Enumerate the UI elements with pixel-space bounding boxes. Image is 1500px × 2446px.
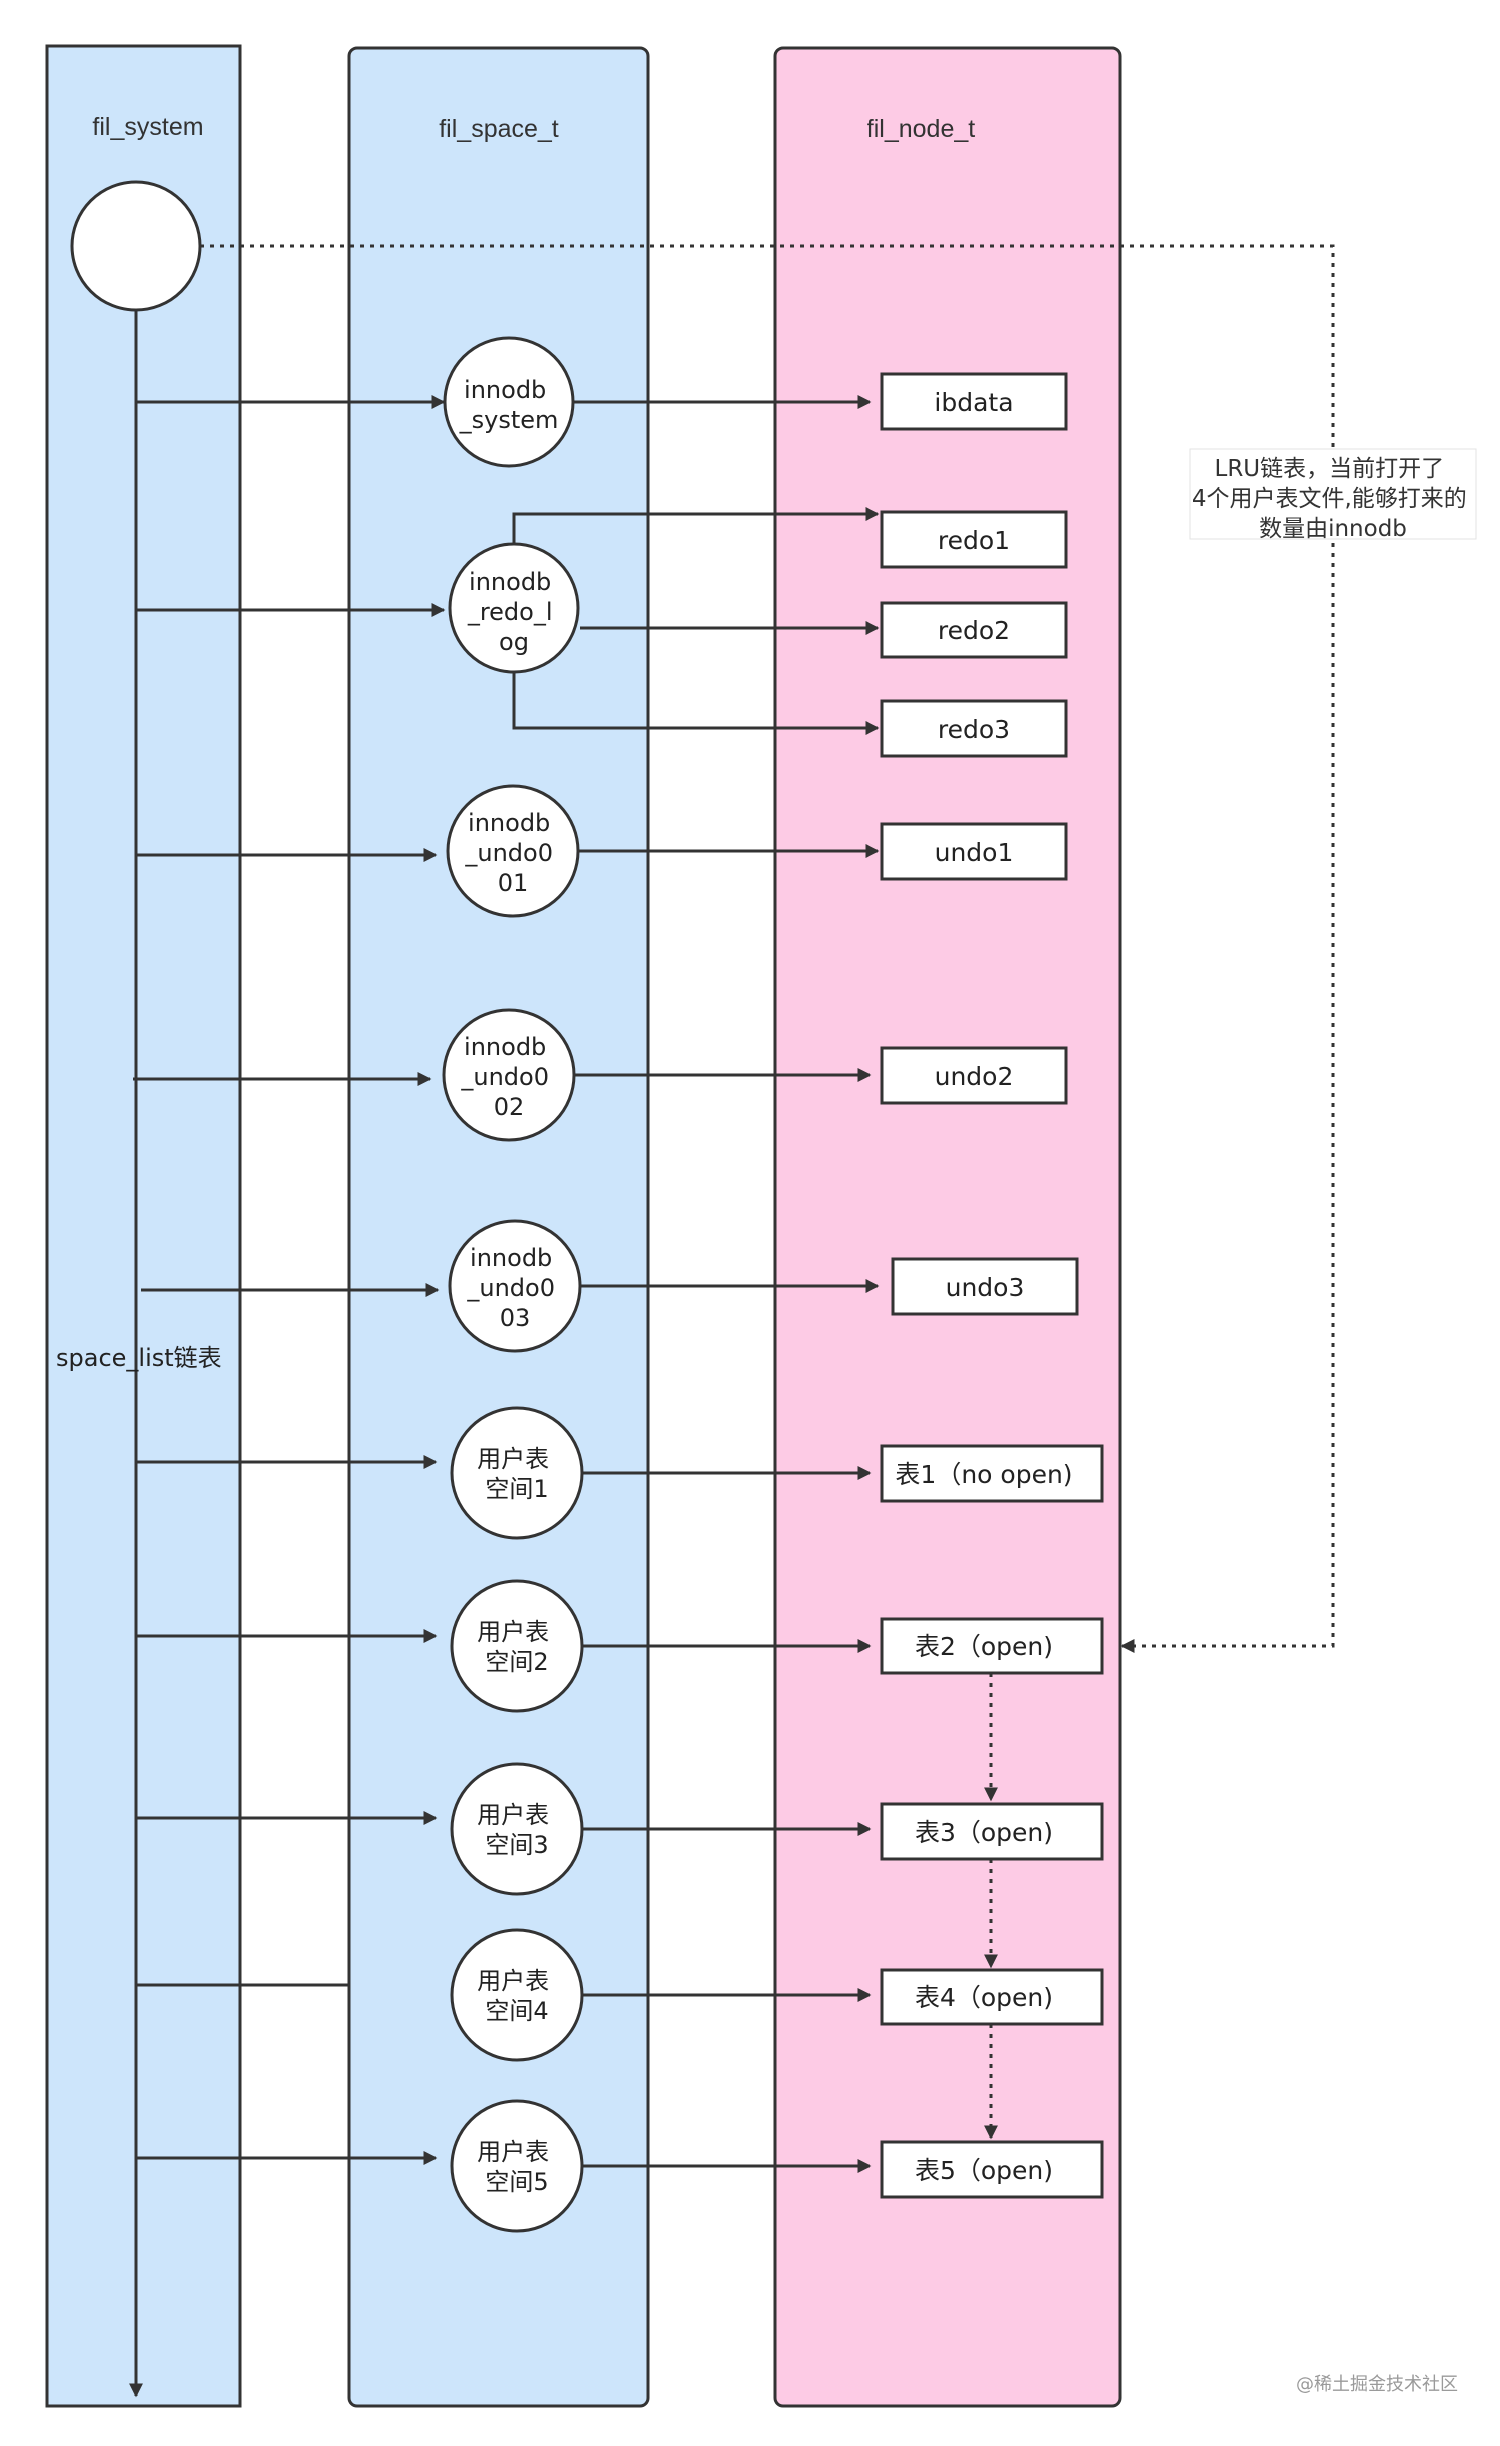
fil-system-node [70, 180, 202, 312]
file-redo2-label: redo2 [938, 616, 1010, 645]
space-user3-label: 用户表 空间3 [477, 1801, 557, 1859]
lane-title-fil-node-t: fil_node_t [867, 115, 975, 143]
file-table3 [880, 1802, 1104, 1861]
space-innodb-undo003 [448, 1219, 582, 1353]
file-redo3 [880, 699, 1068, 758]
lane-fil-system [45, 44, 242, 2408]
node-arrows [512, 395, 880, 2173]
watermark: @稀土掘金技术社区 [1296, 2374, 1458, 2395]
space-user1-label: 用户表 空间1 [477, 1445, 557, 1503]
space-innodb-undo001-label: innodb _undo0 01 [464, 809, 560, 897]
space-innodb-system [443, 336, 575, 468]
file-table3-label: 表3（open) [915, 1818, 1053, 1847]
file-table5-label: 表5（open) [915, 2156, 1053, 2185]
space-user2-label: 用户表 空间2 [477, 1618, 557, 1676]
space-innodb-redo-log [448, 542, 580, 674]
lru-dotted-link [200, 244, 1335, 1653]
space-user3 [450, 1762, 584, 1896]
space-innodb-system-label: innodb _system [459, 376, 559, 434]
file-table2-label: 表2（open) [915, 1632, 1053, 1661]
file-redo1 [880, 510, 1068, 569]
space-innodb-undo002-label: innodb _undo0 02 [460, 1033, 556, 1121]
file-undo2 [880, 1046, 1068, 1105]
file-redo2 [880, 601, 1068, 659]
space-list-arrows [133, 395, 446, 2165]
file-undo1-label: undo1 [935, 838, 1014, 867]
lru-note-text: LRU链表，当前打开了 4个用户表文件,能够打来的 数量由innodb [1192, 456, 1474, 542]
file-table2 [880, 1617, 1104, 1675]
space-innodb-redo-log-label: innodb _redo_l og [467, 568, 560, 656]
file-table4 [880, 1968, 1104, 2026]
space-user5-label: 用户表 空间5 [477, 2138, 557, 2196]
file-table4-label: 表4（open) [915, 1983, 1053, 2012]
space-user5 [450, 2099, 584, 2233]
file-undo3-label: undo3 [946, 1273, 1025, 1302]
space-innodb-undo001 [446, 784, 580, 918]
space-user1 [450, 1406, 584, 1540]
space-list-label: space_list链表 [56, 1344, 222, 1372]
lane-title-fil-system: fil_system [92, 113, 203, 141]
file-redo1-label: redo1 [938, 526, 1010, 555]
file-table1-label: 表1（no open) [895, 1460, 1072, 1489]
space-user2 [450, 1579, 584, 1713]
space-innodb-undo002 [442, 1008, 576, 1142]
file-ibdata [880, 372, 1068, 431]
file-table5 [880, 2140, 1104, 2199]
lru-note-box [1189, 448, 1477, 540]
space-user4 [450, 1928, 584, 2062]
lane-title-fil-space-t: fil_space_t [439, 115, 559, 143]
file-table1 [880, 1444, 1104, 1503]
file-undo1 [880, 822, 1068, 881]
space-innodb-undo003-label: innodb _undo0 03 [466, 1244, 562, 1332]
file-undo3 [891, 1257, 1079, 1316]
file-ibdata-label: ibdata [934, 388, 1013, 417]
file-redo3-label: redo3 [938, 715, 1010, 744]
file-undo2-label: undo2 [935, 1062, 1014, 1091]
space-user4-label: 用户表 空间4 [477, 1967, 557, 2025]
